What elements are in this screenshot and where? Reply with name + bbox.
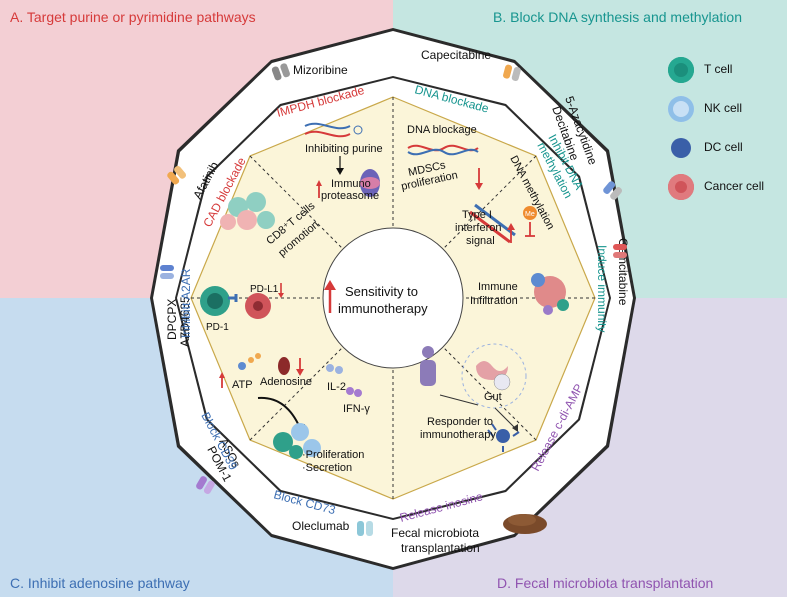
mech-type1-1: Type I — [462, 209, 492, 221]
strategy-induce-immunity: Induce immunity — [595, 245, 609, 332]
mech-adenosine: Adenosine — [260, 376, 312, 388]
mech-responder-1: Responder to — [427, 416, 493, 428]
quadrant-c-title: C. Inhibit adenosine pathway — [10, 575, 190, 591]
drug-dpcpx: DPCPX — [165, 299, 179, 340]
mech-inhibiting-purine: Inhibiting purine — [305, 143, 383, 155]
proteasome-icon — [360, 169, 380, 197]
capsule-icon — [613, 244, 627, 258]
strategy-inhibit-a2ar: Inhibitt A2AR — [179, 268, 193, 338]
mech-il2: IL-2 — [327, 381, 346, 393]
capsule-icon — [196, 476, 215, 495]
capsule-icon — [167, 165, 187, 185]
t-cell-cluster-icon — [273, 423, 321, 459]
mech-me-label: Me — [525, 211, 535, 218]
legend-item: NK cell — [668, 96, 787, 122]
cytokine-icon — [326, 364, 362, 397]
dc-cell-icon — [671, 138, 691, 158]
drug-fmt-line2: transplantation — [401, 541, 480, 555]
mech-gut: Gut — [484, 391, 502, 403]
t-cell-icon — [668, 57, 694, 83]
atp-icon — [238, 353, 261, 370]
mech-responder-2: immunotherapy — [420, 429, 496, 441]
quadrant-a-title: A. Target purine or pyrimidine pathways — [10, 9, 256, 25]
mech-type1-3: signal — [466, 235, 495, 247]
capsule-icon — [503, 64, 521, 81]
mech-immune-1: Immune — [478, 281, 518, 293]
mech-pd1: PD-1 — [206, 322, 229, 333]
drug-oleclumab: Oleclumab — [292, 519, 350, 533]
center-line1: Sensitivity to — [345, 284, 418, 299]
drug-azd4635: AZD4635 — [178, 296, 192, 347]
capsule-icon — [357, 521, 373, 536]
dna-strand-icon — [407, 144, 479, 156]
legend-label: Cancer cell — [704, 179, 765, 193]
cancer-cell-icon — [668, 174, 694, 200]
center-arrow-icon — [324, 280, 336, 313]
fecal-icon — [503, 514, 547, 534]
cancer-cell-icon — [245, 293, 271, 319]
mech-secretion: ·Secretion — [302, 462, 352, 474]
gut-icon — [461, 343, 527, 409]
legend-item: Cancer cell — [668, 174, 787, 200]
mech-dna-blockage: DNA blockage — [407, 124, 477, 136]
legend-label: NK cell — [704, 101, 743, 115]
t-cell-icon — [200, 286, 238, 316]
legend-item: DC cell — [668, 135, 787, 161]
capsule-icon — [271, 63, 290, 81]
capsule-icon — [603, 181, 623, 200]
mech-pdl1: PD-L1 — [250, 284, 279, 295]
legend-item: T cell — [668, 57, 787, 83]
mech-ifng: IFN-γ — [343, 403, 370, 415]
drug-capecitabine: Capecitabine — [421, 48, 491, 62]
cd8-cell-cluster-icon — [220, 192, 275, 230]
drug-mizoribine: Mizoribine — [293, 63, 348, 77]
center-circle — [322, 227, 464, 369]
drug-fmt-line1: Fecal microbiota — [391, 526, 479, 540]
adenosine-icon — [278, 357, 290, 375]
capsule-icon — [160, 265, 174, 279]
mech-immuno-2: proteasome — [321, 190, 379, 202]
purine-dna-icon — [304, 122, 363, 138]
nk-cell-icon — [668, 96, 694, 122]
tumor-cluster-icon — [531, 273, 569, 315]
legend-label: DC cell — [704, 140, 743, 154]
legend-label: T cell — [704, 62, 733, 76]
mech-proliferation: ·Proliferation — [302, 449, 364, 461]
mech-immuno-1: Immuno — [331, 178, 371, 190]
mech-type1-2: interferon — [455, 222, 501, 234]
mech-immune-2: Infiltration — [470, 295, 518, 307]
person-icon — [420, 346, 436, 386]
mech-atp: ATP — [232, 379, 253, 391]
dc-cell-icon — [487, 423, 520, 452]
quadrant-d-title: D. Fecal microbiota transplantation — [497, 575, 714, 591]
center-line2: immunotherapy — [338, 301, 428, 316]
quadrant-b-title: B. Block DNA synthesis and methylation — [493, 9, 743, 25]
